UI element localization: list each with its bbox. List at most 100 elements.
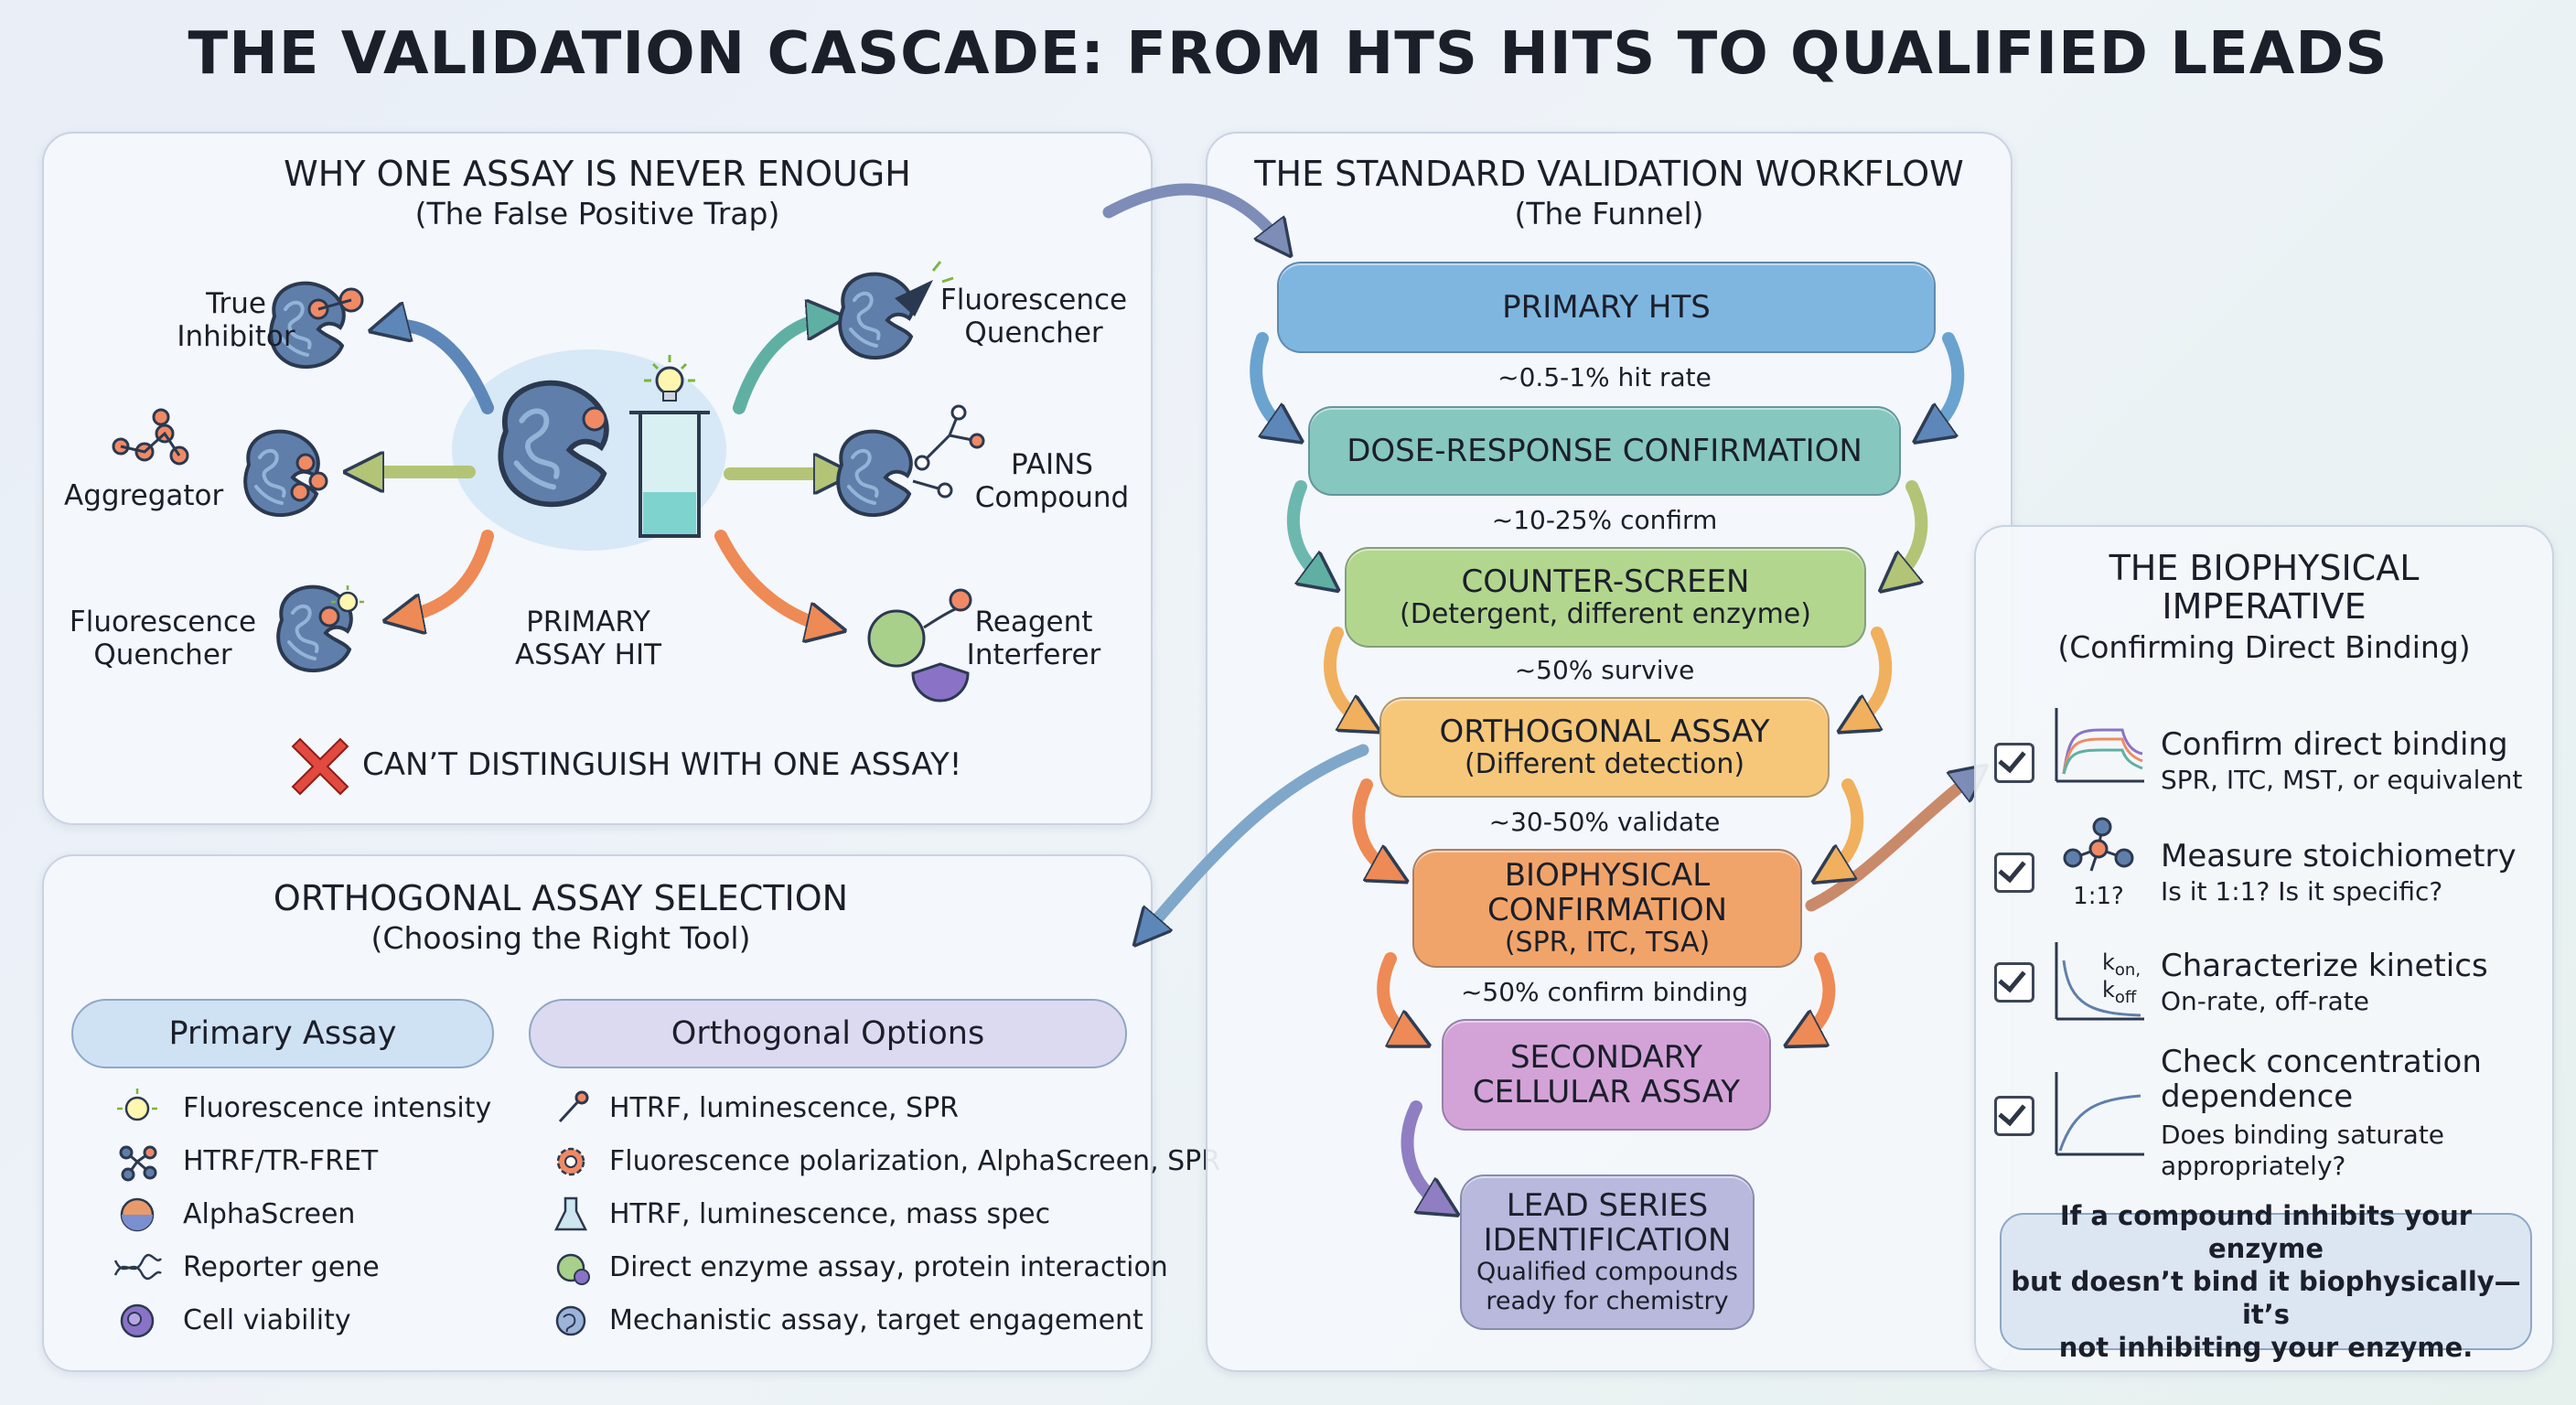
reagent-interferer-icon [867, 588, 972, 702]
lightbulb-icon [117, 1089, 157, 1121]
arrow-to-quencher-left [399, 530, 494, 618]
stage-title: COUNTER-SCREEN [1461, 563, 1750, 600]
bead-icon [120, 1197, 155, 1232]
primary-item: Reporter gene [183, 1251, 380, 1283]
stage-subtitle: (SPR, ITC, TSA) [1504, 927, 1711, 959]
primary-item: HTRF/TR-FRET [183, 1145, 379, 1177]
stage-secondary-cellular: SECONDARY CELLULAR ASSAY [1442, 1019, 1771, 1131]
lightbulb-icon [644, 355, 695, 402]
primary-item: Cell viability [183, 1304, 351, 1336]
check-icon [1994, 1096, 2034, 1136]
red-x-icon [291, 737, 349, 796]
rate-label: ~10-25% confirm [1491, 505, 1718, 535]
kinetics-koff-label: koff [2102, 977, 2137, 1007]
check-icon [1994, 853, 2034, 893]
false-positive-illustration [112, 261, 985, 796]
bp-item-sub: On-rate, off-rate [2161, 986, 2369, 1016]
small-lightbulb-icon [331, 585, 364, 613]
rate-label: ~30-50% validate [1488, 807, 1721, 837]
orthogonal-panel: ORTHOGONAL ASSAY SELECTION (Choosing the… [42, 854, 1220, 1372]
stage-title: BIOPHYSICAL CONFIRMATION [1487, 857, 1728, 928]
pains-molecule-icon [912, 404, 985, 499]
false-positive-subtitle: (The False Positive Trap) [414, 196, 780, 231]
rate-label: ~0.5-1% hit rate [1497, 362, 1712, 392]
arrow-to-quencher-right [733, 318, 831, 414]
dna-icon [113, 1253, 162, 1281]
callout-line: but doesn’t bind it biophysically—it’s [2011, 1266, 2521, 1330]
stage-title: SECONDARY CELLULAR ASSAY [1472, 1039, 1741, 1110]
stage-title: DOSE-RESPONSE CONFIRMATION [1347, 433, 1862, 469]
stage-dose-response: DOSE-RESPONSE CONFIRMATION [1308, 406, 1901, 496]
quencher-right-enzyme-icon [838, 272, 915, 360]
stage-biophysical: BIOPHYSICAL CONFIRMATION (SPR, ITC, TSA) [1412, 849, 1802, 968]
beaker-icon [629, 411, 710, 538]
stage-orthogonal-assay: ORTHOGONAL ASSAY (Different detection) [1379, 697, 1830, 798]
sensorgram-icon [2055, 708, 2144, 783]
rate-label: ~50% survive [1514, 655, 1695, 685]
stage-subtitle: (Different detection) [1464, 748, 1745, 780]
kinetics-curve-icon [2055, 942, 2144, 1021]
stage-counter-screen: COUNTER-SCREEN (Detergent, different enz… [1345, 547, 1866, 648]
stage-subtitle: (Detergent, different enzyme) [1400, 598, 1811, 630]
molecule-icon [2063, 817, 2134, 872]
stage-title: PRIMARY HTS [1502, 289, 1711, 326]
pipette-icon [558, 1090, 589, 1123]
primary-item: Fluorescence intensity [183, 1092, 492, 1124]
enzyme-icon [556, 1253, 590, 1285]
false-positive-panel: WHY ONE ASSAY IS NEVER ENOUGH (The False… [42, 132, 1153, 825]
stage-primary-hts: PRIMARY HTS [1277, 262, 1936, 353]
workflow-subtitle: (The Funnel) [1514, 196, 1704, 231]
options-item: HTRF, luminescence, mass spec [609, 1198, 1051, 1230]
orthogonal-subtitle: (Choosing the Right Tool) [370, 920, 751, 956]
stage-subtitle: Qualified compounds ready for chemistry [1476, 1258, 1738, 1315]
rate-label: ~50% confirm binding [1460, 977, 1749, 1007]
cell-icon [120, 1303, 155, 1338]
callout-line: not inhibiting your enzyme. [2058, 1332, 2474, 1363]
primary-assay-header: Primary Assay [71, 999, 494, 1068]
primary-item: AlphaScreen [183, 1198, 356, 1230]
bp-item-head: Characterize kinetics [2161, 948, 2488, 984]
bp-item-sub: Is it 1:1? Is it specific? [2161, 876, 2443, 906]
stage-title: LEAD SERIES IDENTIFICATION [1483, 1187, 1732, 1259]
orthogonal-title: ORTHOGONAL ASSAY SELECTION [273, 878, 849, 918]
check-icon [1994, 962, 2034, 1003]
orthogonal-icons [113, 1089, 590, 1338]
check-icon [1994, 743, 2034, 783]
false-positive-title: WHY ONE ASSAY IS NEVER ENOUGH [284, 154, 911, 194]
pains-enzyme-icon [836, 429, 913, 518]
options-item: Fluorescence polarization, AlphaScreen, … [609, 1145, 1221, 1177]
stage-lead-series: LEAD SERIES IDENTIFICATION Qualified com… [1460, 1174, 1755, 1330]
stoichiometry-icon-label: 1:1? [2073, 883, 2124, 910]
flask-icon [553, 1196, 588, 1231]
callout-line: If a compound inhibits your enzyme [2059, 1200, 2473, 1264]
biophysical-icons: 1:1? kon, koff [2055, 708, 2144, 1156]
bp-item-sub: SPR, ITC, MST, or equivalent [2161, 765, 2523, 795]
primary-hit-enzyme-icon [500, 383, 606, 505]
gear-icon [556, 1147, 585, 1176]
options-item: Direct enzyme assay, protein interaction [609, 1251, 1168, 1283]
bp-item-head: Measure stoichiometry [2161, 838, 2517, 874]
options-item: Mechanistic assay, target engagement [609, 1304, 1143, 1336]
arrow-to-true-inhibitor [384, 326, 494, 414]
kinetics-kon-label: kon, [2102, 949, 2141, 980]
arrow-to-reagent [714, 530, 831, 627]
saturation-curve-icon [2055, 1072, 2144, 1156]
bp-item-head: Confirm direct binding [2161, 726, 2508, 763]
aggregator-enzyme-icon [243, 429, 320, 518]
brain-icon [555, 1305, 586, 1336]
biophysical-subtitle: (Confirming Direct Binding) [2057, 629, 2471, 665]
molecule-icon [119, 1145, 157, 1182]
warning-text: CAN’T DISTINGUISH WITH ONE ASSAY! [362, 746, 962, 783]
workflow-title: THE STANDARD VALIDATION WORKFLOW [1254, 154, 1964, 194]
options-item: HTRF, luminescence, SPR [609, 1092, 960, 1124]
